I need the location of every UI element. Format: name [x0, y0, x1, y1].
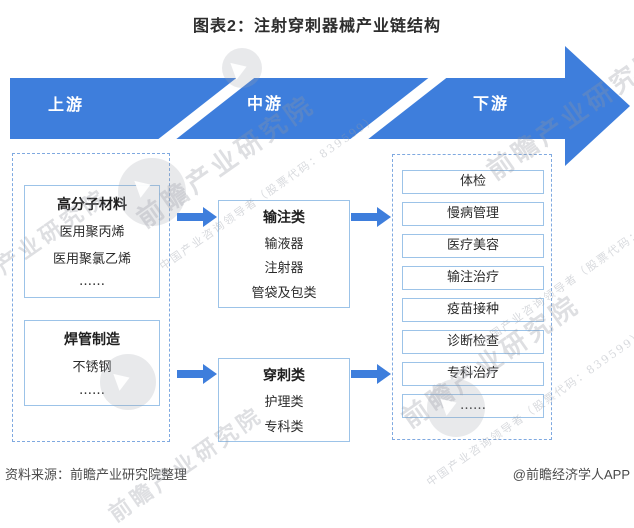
brand-note: @前瞻经济学人APP [512, 467, 630, 482]
downstream-panel: 体检 慢病管理 医疗美容 输注治疗 疫苗接种 诊断检查 专科治疗 …… [392, 154, 552, 440]
group-item: 输液器 [264, 236, 304, 252]
welded-pipe-box: 焊管制造 不锈钢 …… [24, 320, 160, 406]
puncture-category-box: 穿刺类 护理类 专科类 [218, 358, 350, 442]
group-title: 输注类 [263, 209, 305, 226]
banner-arrow-shape [10, 46, 630, 166]
upstream-panel: 高分子材料 医用聚丙烯 医用聚氯乙烯 …… 焊管制造 不锈钢 …… [12, 153, 170, 442]
flow-arrow-infusion-to-downstream [351, 207, 391, 227]
downstream-item: 体检 [402, 170, 544, 194]
group-title: 穿刺类 [263, 368, 305, 384]
downstream-item: 输注治疗 [402, 266, 544, 290]
stage-label-downstream: 下游 [472, 94, 510, 113]
group-item: 护理类 [264, 395, 304, 410]
group-item: 医用聚丙烯 [59, 225, 125, 241]
downstream-item: 诊断检查 [402, 330, 544, 354]
stage-label-upstream: 上游 [47, 95, 85, 114]
group-item: 注射器 [264, 261, 304, 277]
group-item: 专科类 [264, 420, 304, 435]
flow-arrow-upstream-to-puncture [177, 364, 217, 384]
group-item: 医用聚氯乙烯 [52, 251, 131, 267]
downstream-item-list: 体检 慢病管理 医疗美容 输注治疗 疫苗接种 诊断检查 专科治疗 …… [402, 170, 544, 426]
banner-divider-slash-1 [157, 67, 257, 149]
infusion-category-box: 输注类 输液器 注射器 管袋及包类 [218, 200, 350, 308]
polymer-materials-box: 高分子材料 医用聚丙烯 医用聚氯乙烯 …… [24, 185, 160, 298]
downstream-item: 疫苗接种 [402, 298, 544, 322]
process-arrow-banner [10, 46, 630, 166]
group-item: …… [79, 274, 105, 290]
flow-arrow-upstream-to-infusion [177, 207, 217, 227]
group-title: 高分子材料 [57, 196, 127, 213]
downstream-item: …… [402, 394, 544, 418]
page-title: 图表2：注射穿刺器械产业链结构 [193, 18, 441, 35]
downstream-item: 医疗美容 [402, 234, 544, 258]
banner-divider-slash-2 [349, 67, 449, 149]
group-item: 不锈钢 [72, 360, 112, 375]
flow-arrow-puncture-to-downstream [351, 364, 391, 384]
group-title: 焊管制造 [64, 331, 120, 348]
group-item: 管袋及包类 [251, 286, 317, 302]
group-item: …… [79, 382, 105, 398]
stage-label-midstream: 中游 [246, 94, 284, 113]
downstream-item: 专科治疗 [402, 362, 544, 386]
downstream-item: 慢病管理 [402, 202, 544, 226]
source-note: 资料来源：前瞻产业研究院整理 [5, 467, 188, 482]
